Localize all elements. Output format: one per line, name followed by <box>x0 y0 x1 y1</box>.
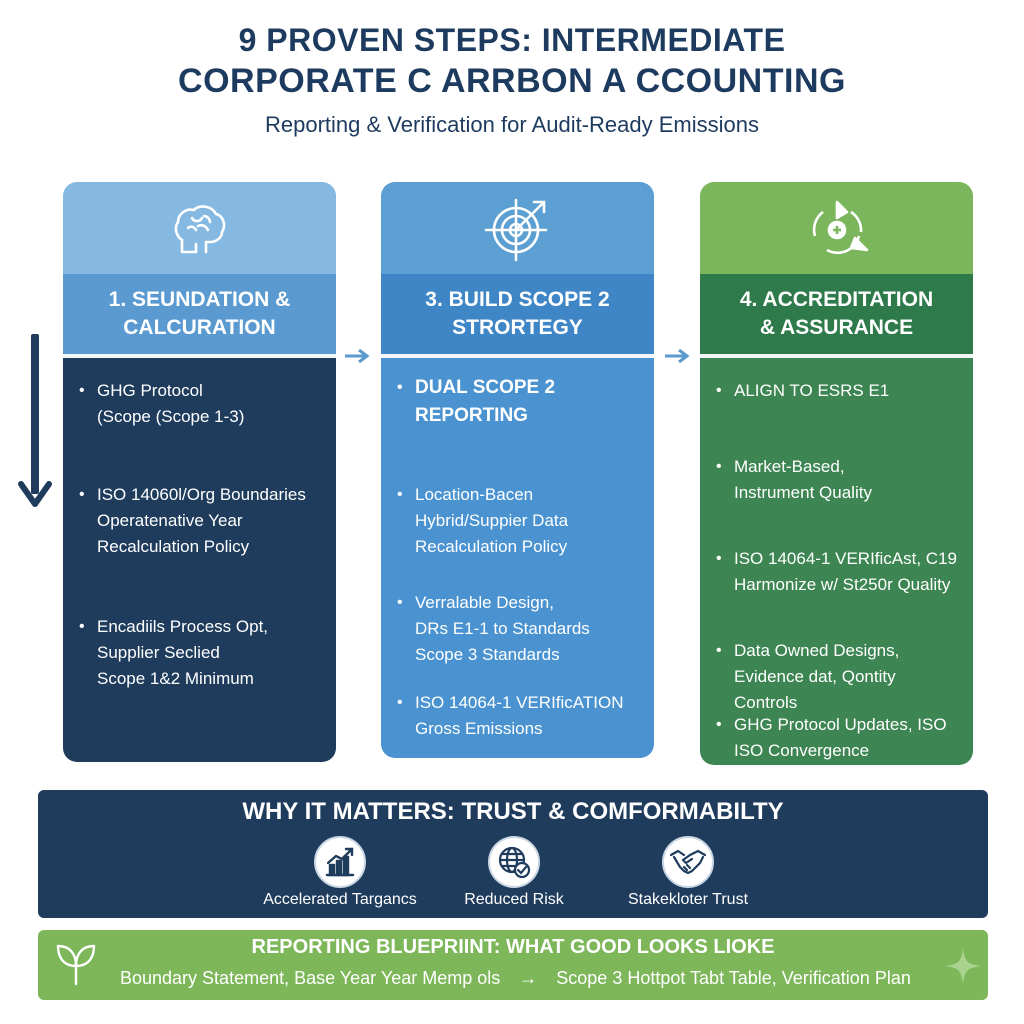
page-title-line-1: 9 PROVEN STEPS: INTERMEDIATE <box>238 22 786 58</box>
list-item: • Verralable Design,DRs E1-1 to Standard… <box>397 593 590 664</box>
why-title: WHY IT MATTERS: TRUST & COMFORMABILTY <box>242 798 784 825</box>
blueprint-arrow: → <box>519 968 538 988</box>
leaf-icon <box>56 944 96 986</box>
page-title-line-2: CORPORATE C ARRBON A CCOUNTING <box>178 62 846 100</box>
blueprint-line: Boundary Statement, Base Year Year Memp … <box>120 968 920 989</box>
handshake-icon <box>662 836 714 888</box>
list-item: • Data Owned Designs,Evidence dat, Qonti… <box>716 641 900 712</box>
card-icon-area <box>381 182 654 274</box>
page-subtitle: Reporting & Verification for Audit-Ready… <box>264 112 759 137</box>
card-icon-area <box>63 182 336 274</box>
card-title-line-1: 3. BUILD SCOPE 2 <box>425 288 610 311</box>
step-card-scope2: 3. BUILD SCOPE 2 STRORTEGY • DUAL SCOPE 2… <box>381 182 654 758</box>
card-title-line-2: CALCURATION <box>123 316 276 339</box>
right-arrow-icon <box>665 348 690 364</box>
list-item: • GHG Protocol(Scope (Scope 1-3) <box>79 381 245 426</box>
right-arrow-icon <box>345 348 370 364</box>
why-label-risk: Reduced Risk <box>464 891 564 908</box>
list-item: • ALIGN TO ESRS E1 <box>716 381 890 400</box>
card-title-line-1: 4. ACCREDITATION <box>739 288 934 311</box>
card-title-line-2: STRORTEGY <box>452 316 583 339</box>
sparkle-icon <box>945 948 981 984</box>
list-item: • Encadiils Process Opt,Supplier Seclied… <box>79 617 269 688</box>
card-title-line-2: & ASSURANCE <box>759 316 914 339</box>
why-label-trust: Stakekloter Trust <box>627 891 749 908</box>
blueprint-title: REPORTING BLUEPRIINT: WHAT GOOD LOOKS LI… <box>251 936 775 958</box>
step-card-assurance: 4. ACCREDITATION & ASSURANCE • ALIGN TO E… <box>700 182 973 765</box>
why-label-targets: Accelerated Targancs <box>263 891 417 908</box>
globe-check-icon <box>488 836 540 888</box>
card-body: • GHG Protocol(Scope (Scope 1-3) • ISO 1… <box>63 358 336 762</box>
card-body: • ALIGN TO ESRS E1 • Market-Based,Instru… <box>700 358 973 765</box>
card-icon-area <box>700 182 973 274</box>
down-arrow-icon <box>18 334 52 507</box>
brain-icon <box>174 205 225 254</box>
list-item: • Market-Based,Instrument Quality <box>716 457 872 502</box>
blueprint-right-text: Scope 3 Hottpot Tabt Table, Verification… <box>556 968 911 988</box>
card-title: 1. SEUNDATION & CALCURATION <box>63 274 336 354</box>
card-title: 3. BUILD SCOPE 2 STRORTEGY <box>381 274 654 354</box>
target-icon <box>484 198 547 262</box>
card-title-line-1: 1. SEUNDATION & <box>108 288 291 311</box>
why-it-matters-panel: WHY IT MATTERS: TRUST & COMFORMABILTY Ac… <box>38 790 988 918</box>
cycle-icon <box>812 200 868 255</box>
step-card-foundation: 1. SEUNDATION & CALCURATION • GHG Protoco… <box>63 182 336 762</box>
reporting-blueprint-panel: REPORTING BLUEPRIINT: WHAT GOOD LOOKS LI… <box>38 930 988 1000</box>
blueprint-left-text: Boundary Statement, Base Year Year Memp … <box>120 968 501 988</box>
card-title: 4. ACCREDITATION & ASSURANCE <box>700 274 973 354</box>
growth-chart-icon <box>314 836 366 888</box>
